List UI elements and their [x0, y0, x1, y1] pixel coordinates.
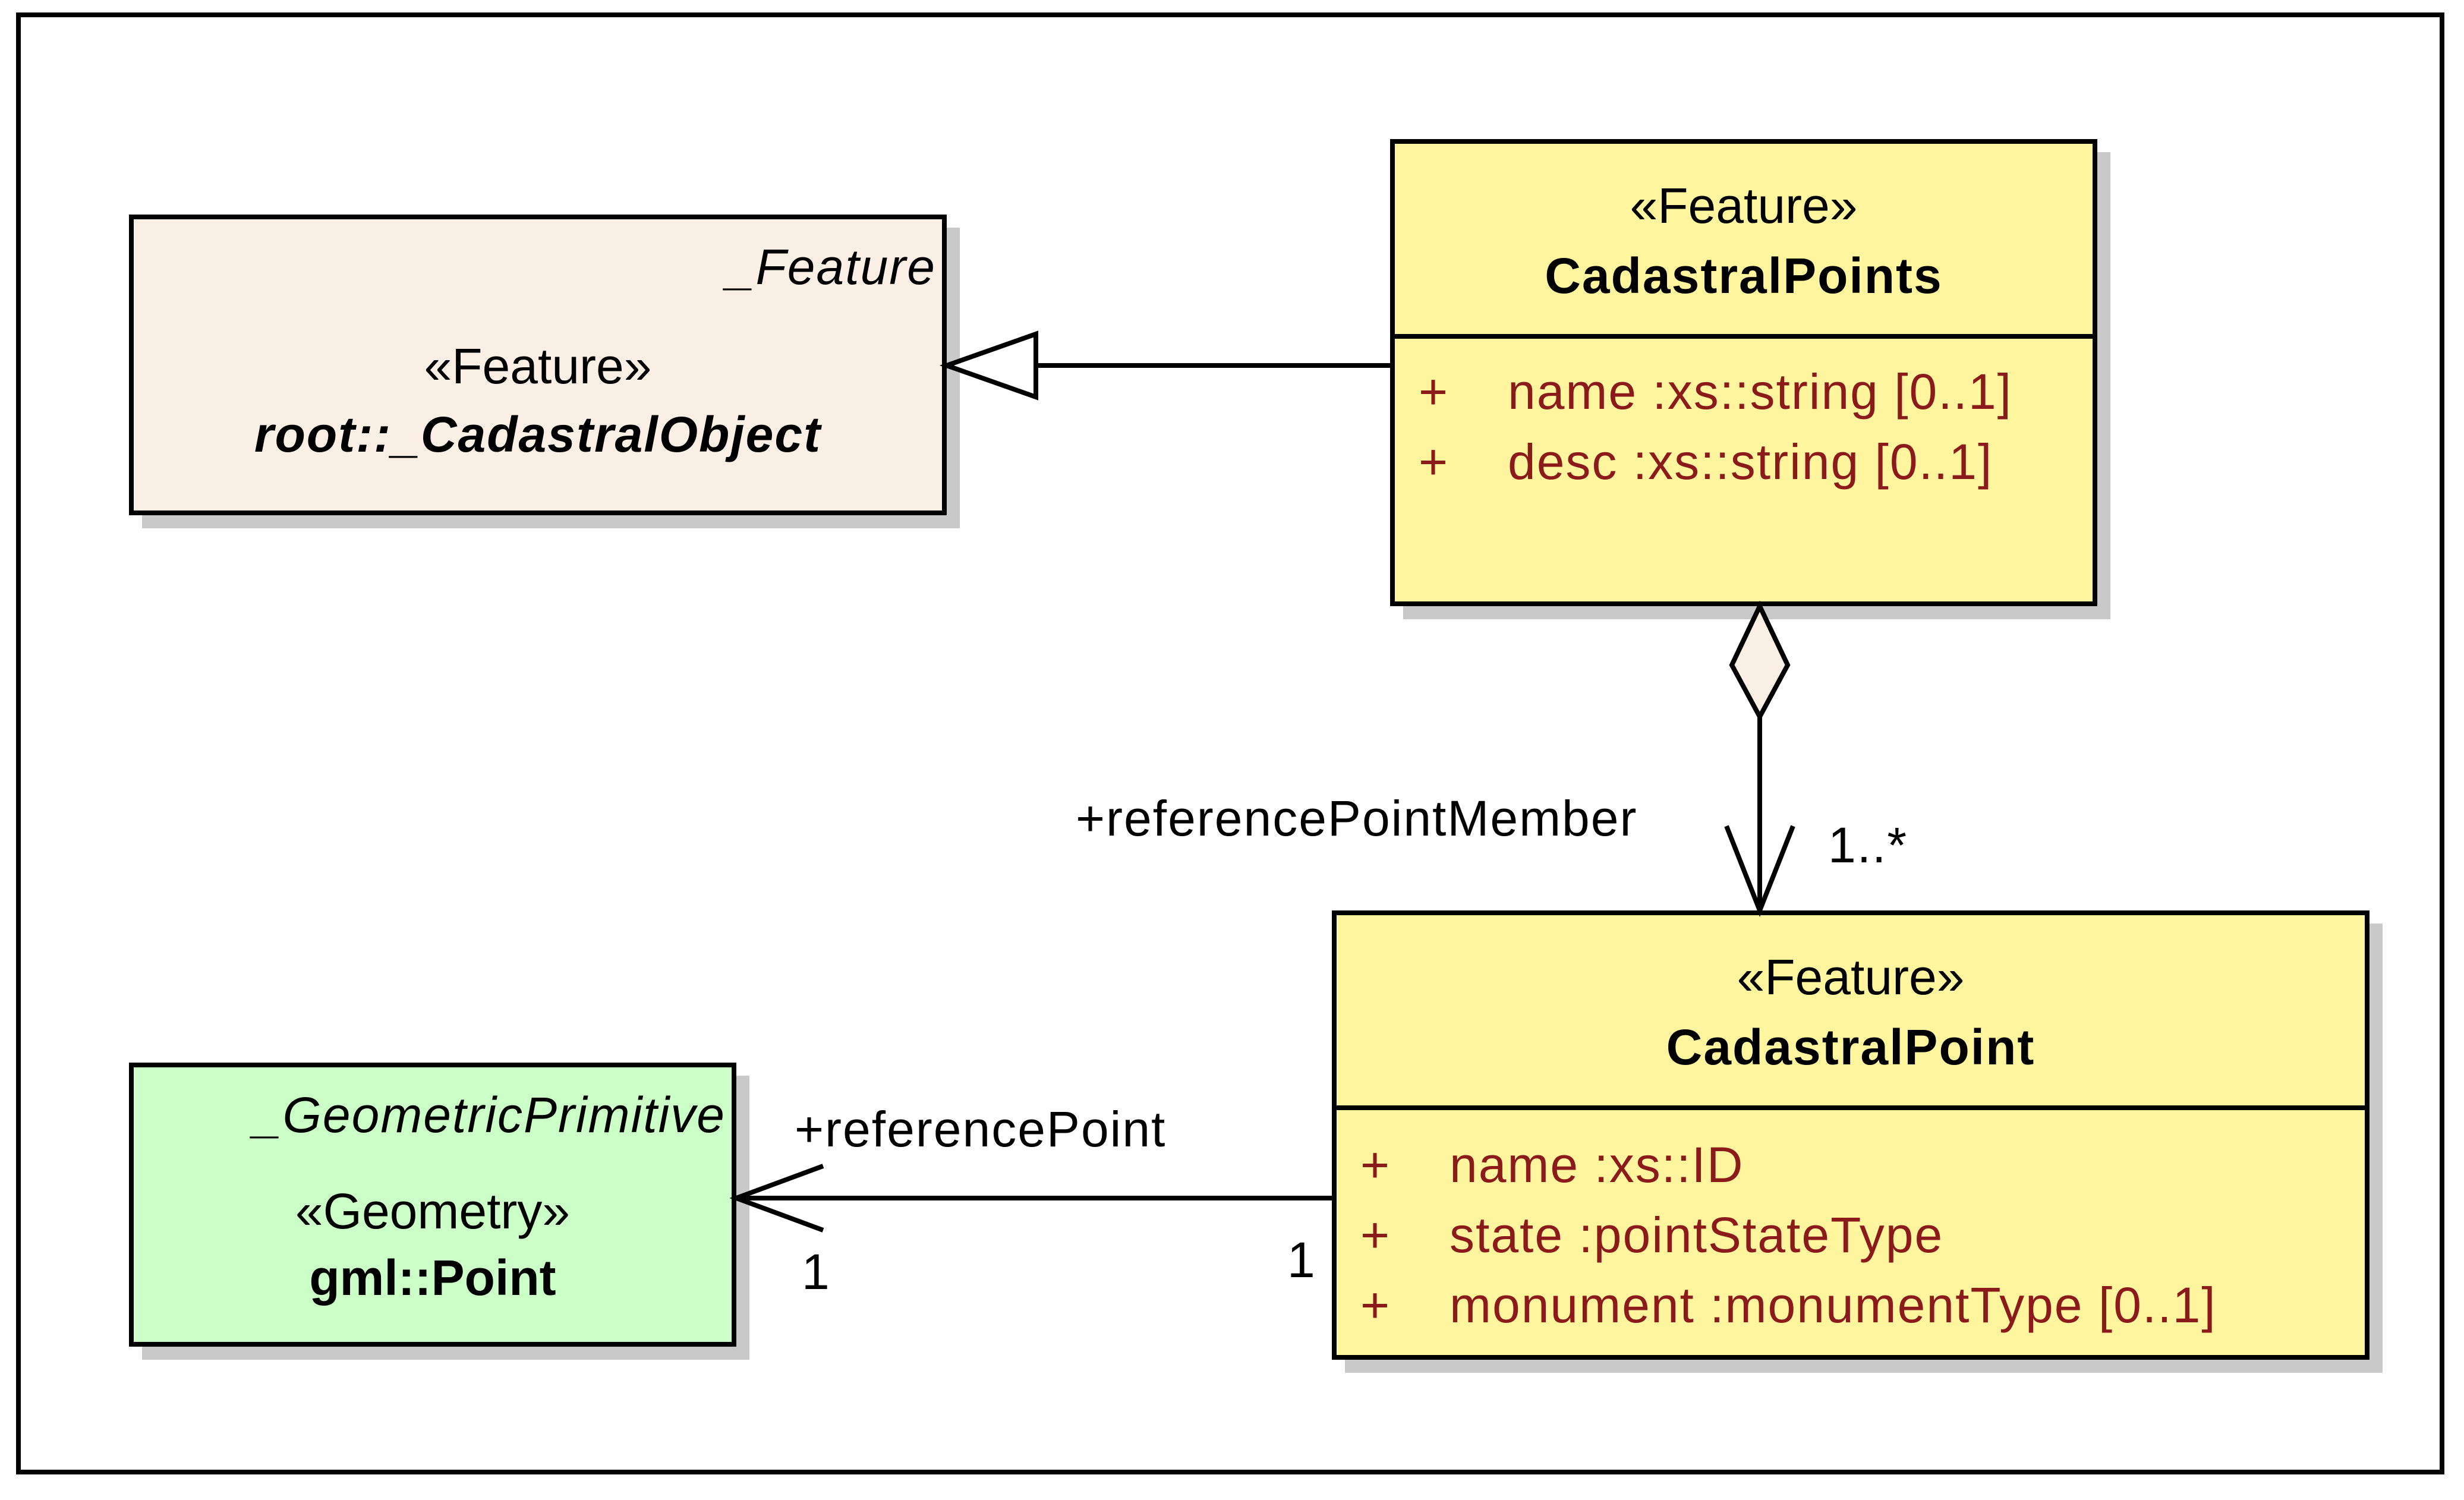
class-stereotype: «Geometry»	[295, 1183, 571, 1239]
visibility-marker: +	[1360, 1207, 1391, 1263]
compartment-divider	[1337, 1105, 2365, 1110]
visibility-marker: +	[1419, 434, 1450, 490]
tagged-value-feature: _Feature	[726, 239, 936, 295]
aggregation-open-arrowhead-icon	[1724, 825, 1795, 917]
visibility-marker: +	[1360, 1137, 1391, 1193]
tagged-value-geometric-primitive: _GeometricPrimitive	[253, 1087, 726, 1143]
visibility-marker: +	[1419, 364, 1450, 420]
class-stereotype: «Feature»	[1630, 178, 1858, 234]
generalization-arrowhead-icon	[939, 330, 1038, 401]
class-cadastral-point[interactable]: «Feature» CadastralPoint + name :xs::ID …	[1332, 910, 2370, 1360]
attribute-text: name :xs::ID	[1450, 1137, 1744, 1193]
role-reference-point-member: +referencePointMember	[1076, 790, 1638, 846]
multiplicity-source: 1	[1287, 1232, 1316, 1288]
role-reference-point: +referencePoint	[795, 1101, 1167, 1157]
class-cadastral-object[interactable]: _Feature «Feature» root::_CadastralObjec…	[129, 215, 947, 515]
multiplicity-one-to-many: 1..*	[1828, 817, 1908, 873]
multiplicity-target: 1	[802, 1244, 831, 1300]
attribute-text: monument :monumentType [0..1]	[1450, 1277, 2217, 1333]
class-name: gml::Point	[309, 1250, 556, 1306]
class-cadastral-points[interactable]: «Feature» CadastralPoints + name :xs::st…	[1390, 139, 2097, 606]
class-stereotype: «Feature»	[424, 338, 652, 394]
compartment-divider	[1395, 334, 2093, 339]
class-name: CadastralPoints	[1545, 248, 1943, 304]
class-gml-point[interactable]: _GeometricPrimitive «Geometry» gml::Poin…	[129, 1063, 736, 1347]
reference-point-open-arrowhead-icon	[729, 1164, 824, 1233]
visibility-marker: +	[1360, 1277, 1391, 1333]
class-name: root::_CadastralObject	[254, 406, 822, 462]
aggregation-diamond-icon	[1729, 600, 1791, 722]
attribute-text: state :pointStateType	[1450, 1207, 1944, 1263]
class-name: CadastralPoint	[1666, 1019, 2036, 1075]
class-stereotype: «Feature»	[1737, 949, 1965, 1005]
attribute-text: desc :xs::string [0..1]	[1508, 434, 1993, 490]
attribute-text: name :xs::string [0..1]	[1508, 364, 2013, 420]
